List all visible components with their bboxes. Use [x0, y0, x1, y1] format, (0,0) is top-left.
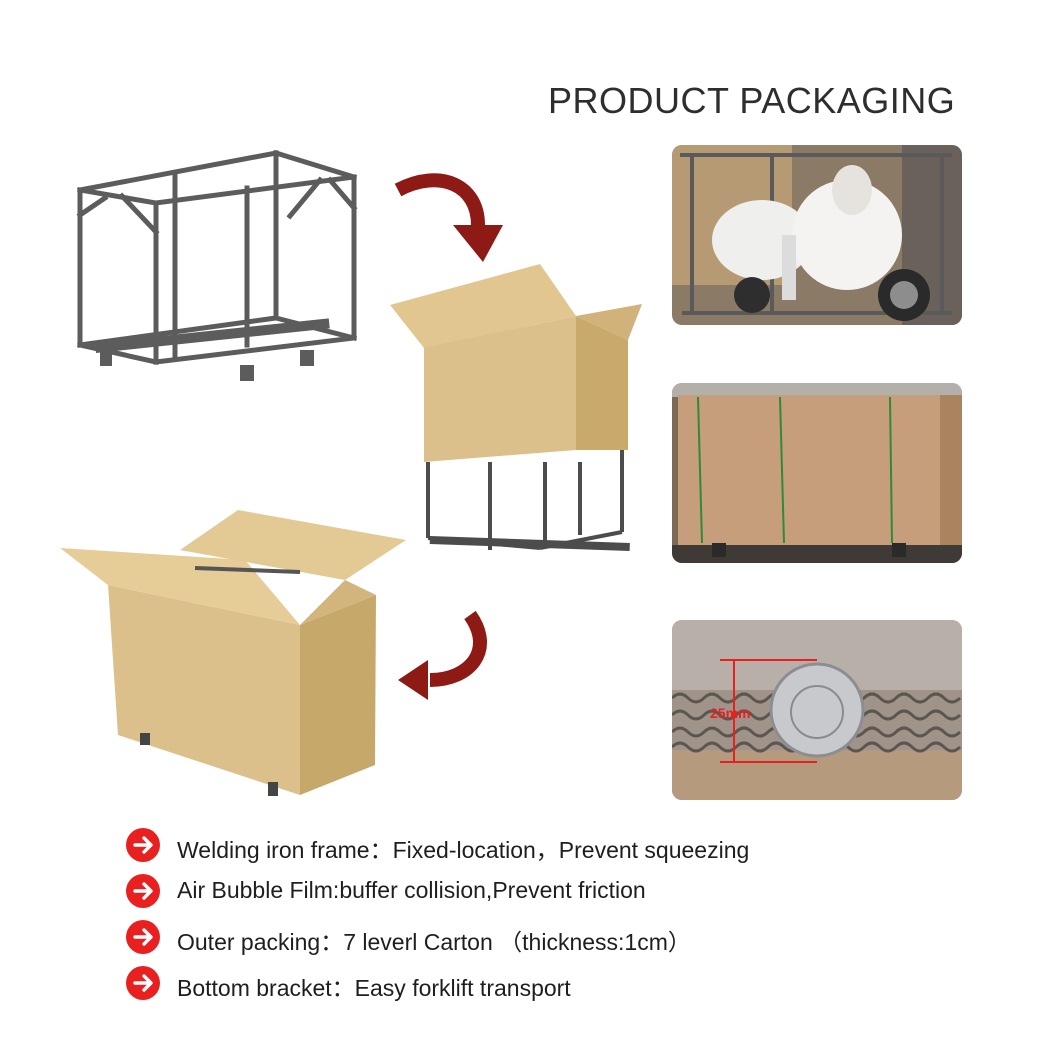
feature-text: Welding iron frame：Fixed-location，Preven…	[177, 837, 750, 863]
feature-text: Outer packing：7 leverl Carton （thickness…	[177, 929, 691, 955]
arrow-right-circle-icon	[126, 966, 160, 1000]
final-carton-illustration	[60, 510, 406, 796]
arrow-right-circle-icon	[126, 828, 160, 862]
feature-text: Air Bubble Film:buffer collision,Prevent…	[177, 877, 646, 903]
thickness-label: 25mm	[710, 705, 750, 721]
feature-text: Bottom bracket：Easy forklift transport	[177, 975, 571, 1001]
strapped-carton-photo	[672, 383, 962, 563]
carton-thickness-photo: 25mm	[672, 620, 962, 800]
page-title: PRODUCT PACKAGING	[548, 80, 956, 121]
arrow-right-circle-icon	[126, 874, 160, 908]
curved-arrow-icon	[394, 173, 503, 262]
arrow-right-circle-icon	[126, 920, 160, 954]
curved-arrow-icon	[398, 610, 487, 700]
packaging-steps-illustration	[60, 149, 642, 796]
scooter-in-frame-photo	[672, 145, 962, 325]
carton-on-frame-illustration	[390, 264, 642, 551]
